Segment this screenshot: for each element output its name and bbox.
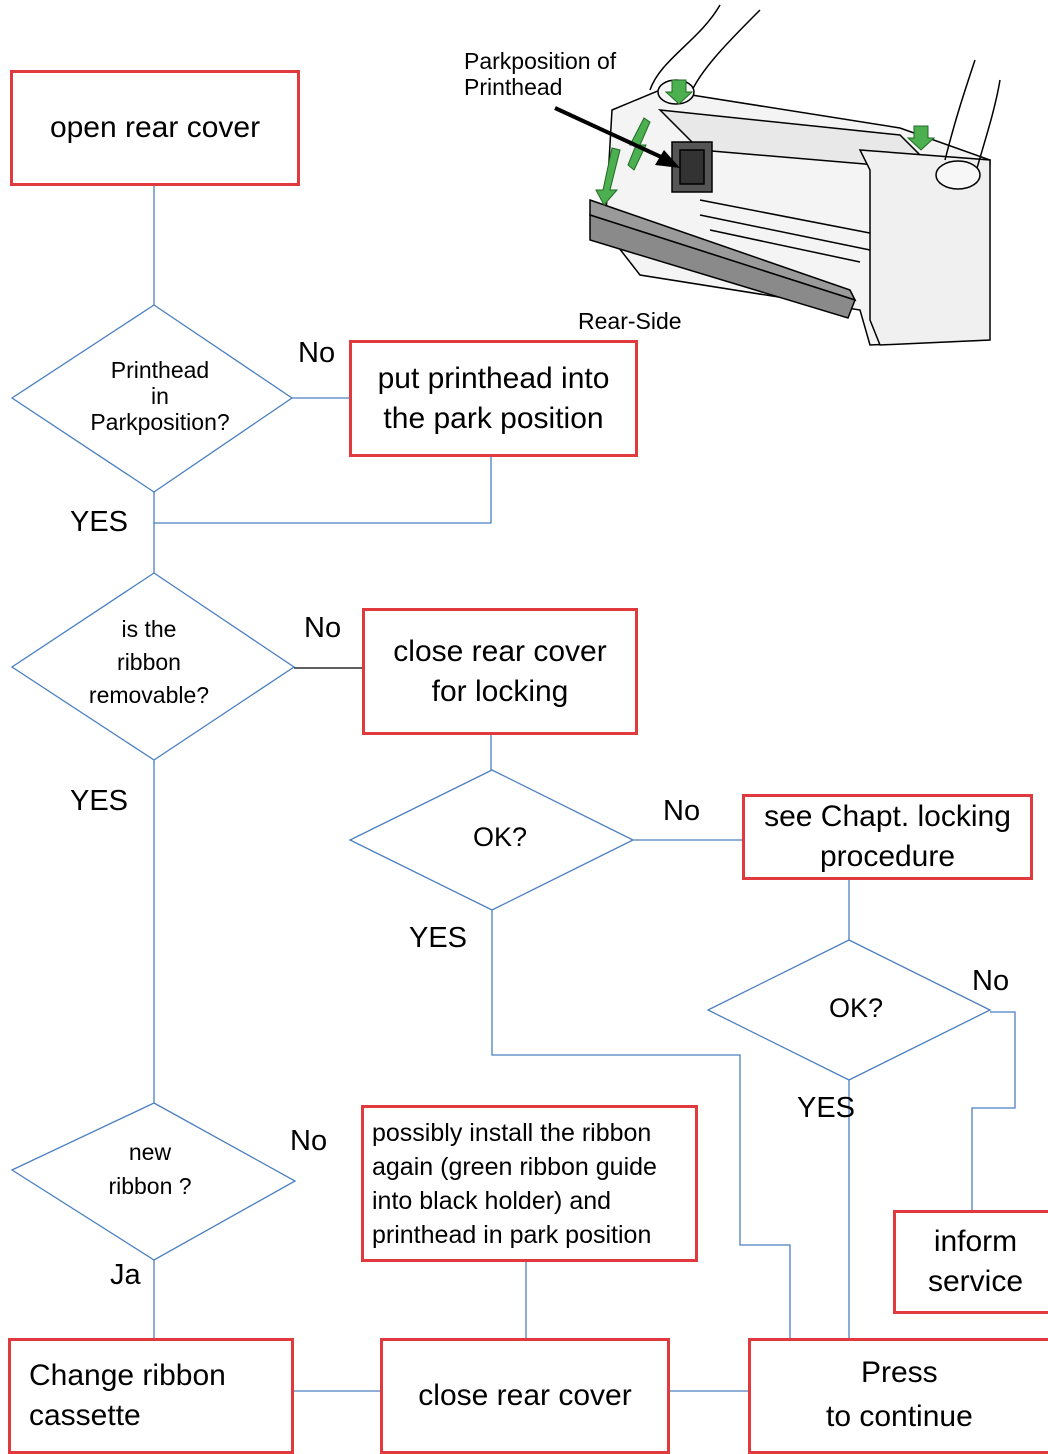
box-close-rear-cover: close rear cover xyxy=(380,1338,670,1454)
decision-printhead-parkposition xyxy=(10,304,294,493)
decision-ok-2 xyxy=(706,939,992,1081)
decision-ok-1 xyxy=(348,769,635,911)
label-rear-side: Rear-Side xyxy=(578,308,682,334)
pointer-arrow xyxy=(554,106,680,168)
box-press-to-continue[interactable]: Press to continue xyxy=(748,1338,1048,1454)
label-no-1: No xyxy=(298,337,336,369)
decision-text-ok-2: OK? xyxy=(828,993,884,1023)
connectors xyxy=(153,185,1016,1392)
press-label: Press xyxy=(861,1356,938,1389)
box-inform-service: inform service xyxy=(893,1210,1048,1314)
label-yes-2: YES xyxy=(70,785,129,817)
label-no-2: No xyxy=(304,612,342,644)
label-no-5: No xyxy=(290,1125,328,1157)
label-no-3: No xyxy=(663,795,701,827)
decision-new-ribbon xyxy=(10,1102,297,1261)
box-put-printhead-park: put printhead into the park position xyxy=(349,340,638,457)
label-yes-3: YES xyxy=(409,922,468,954)
label-yes-1: YES xyxy=(70,506,129,538)
decision-text-printhead: Printhead in Parkposition? xyxy=(90,357,230,435)
printer-illustration xyxy=(589,4,1001,346)
label-yes-4: YES xyxy=(797,1092,856,1124)
decision-text-ok-1: OK? xyxy=(472,822,528,852)
label-parkposition-printhead: Parkposition of Printhead xyxy=(464,48,617,100)
label-ja: Ja xyxy=(110,1259,141,1291)
box-possibly-install-ribbon: possibly install the ribbon again (green… xyxy=(361,1105,698,1262)
box-see-chapt-locking: see Chapt. locking procedure xyxy=(742,794,1033,880)
label-no-4: No xyxy=(972,965,1010,997)
box-change-ribbon-cassette: Change ribbon cassette xyxy=(8,1338,294,1454)
decision-text-ribbon-removable: is the ribbon removable? xyxy=(88,616,210,708)
to-continue-label: to continue xyxy=(826,1400,973,1433)
box-close-rear-cover-locking: close rear cover for locking xyxy=(362,608,638,735)
green-arrow-icons xyxy=(595,79,936,206)
decision-text-new-ribbon: new ribbon ? xyxy=(108,1139,192,1199)
box-open-rear-cover: open rear cover xyxy=(10,70,300,186)
decision-ribbon-removable xyxy=(10,572,296,761)
